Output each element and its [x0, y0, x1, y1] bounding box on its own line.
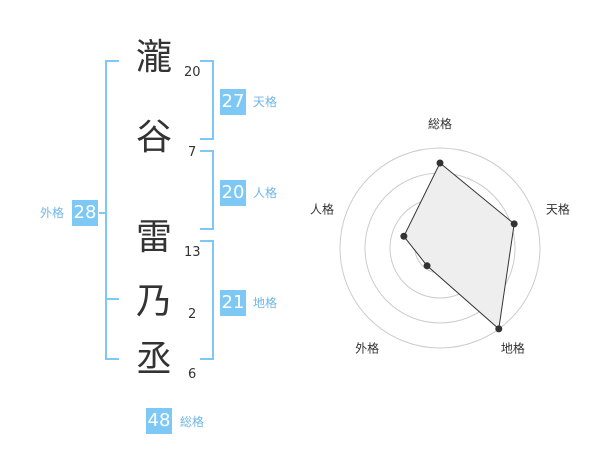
- radar-axis-label-5: 人格: [310, 202, 334, 217]
- jinkaku-bracket-bottom: [200, 228, 214, 230]
- chikaku-bracket: [212, 240, 214, 360]
- stroke-count-1: 20: [184, 65, 201, 80]
- name-char-1: 瀧: [135, 37, 172, 78]
- soukaku-value-box: 48: [146, 408, 172, 434]
- gaikaku-bracket-mid: [105, 298, 119, 300]
- tenkaku-bracket-top: [200, 60, 214, 62]
- radar-points: [400, 159, 518, 333]
- name-char-4: 乃: [135, 281, 172, 322]
- name-char-3: 雷: [135, 217, 172, 258]
- radar-point-4: [423, 262, 431, 270]
- gaikaku-value-box: 28: [72, 200, 98, 226]
- radar-point-5: [400, 232, 408, 240]
- tenkaku-bracket-bottom: [200, 138, 214, 140]
- chikaku-bracket-top: [200, 240, 214, 242]
- radar-ring-4: [339, 147, 541, 349]
- radar-point-2: [510, 220, 518, 228]
- radar-axis-label-1: 総格: [428, 116, 452, 131]
- tenkaku-label: 天格: [253, 95, 278, 109]
- radar-axis-label-3: 地格: [501, 340, 525, 355]
- name-char-2: 谷: [135, 117, 172, 158]
- soukaku-label: 総格: [180, 415, 205, 429]
- gaikaku-label: 外格: [40, 206, 65, 220]
- radar-point-1: [436, 159, 444, 167]
- radar-axis-label-2: 天格: [546, 202, 570, 217]
- gaikaku-bracket-bottom: [105, 358, 119, 360]
- gaikaku-bracket: [105, 60, 107, 360]
- jinkaku-label: 人格: [253, 186, 278, 200]
- radar-axis-label-4: 外格: [355, 340, 379, 355]
- gaikaku-bracket-top: [105, 60, 119, 62]
- chikaku-label: 地格: [253, 296, 278, 310]
- tenkaku-bracket: [212, 60, 214, 140]
- jinkaku-bracket: [212, 150, 214, 230]
- stroke-count-5: 6: [188, 367, 197, 382]
- chikaku-value-box: 21: [220, 290, 246, 316]
- radar-point-3: [495, 325, 503, 333]
- tenkaku-value-box: 27: [220, 89, 246, 115]
- stroke-count-2: 7: [188, 145, 197, 160]
- stroke-count-3: 13: [184, 245, 201, 260]
- name-char-5: 丞: [135, 339, 172, 380]
- chikaku-bracket-bottom: [200, 358, 214, 360]
- gaikaku-bracket-tick: [99, 212, 105, 214]
- jinkaku-value-box: 20: [220, 180, 246, 206]
- jinkaku-bracket-top: [200, 150, 214, 152]
- radar-area: [403, 162, 515, 330]
- stroke-count-4: 2: [188, 307, 197, 322]
